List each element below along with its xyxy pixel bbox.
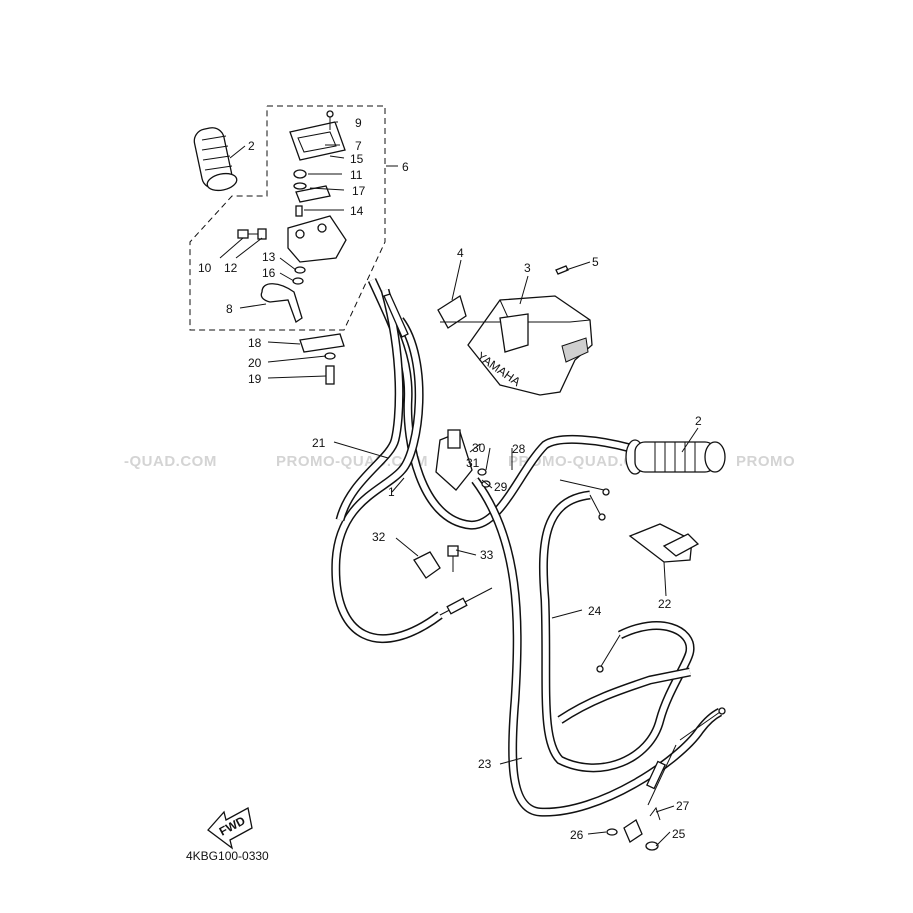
part-label-21: 21 [312,436,326,450]
part-label-8: 8 [226,302,233,316]
part-label-32: 32 [372,530,386,544]
part-label-3: 3 [524,261,531,275]
part-label-2: 2 [695,414,702,428]
cable-24 [539,479,695,773]
part-label-14: 14 [350,204,364,218]
throttle-cover [289,121,346,161]
emblem-4 [437,294,467,329]
switch-22 [628,523,700,563]
part-label-2: 2 [248,139,255,153]
part-label-16: 16 [262,266,276,280]
part-label-17: 17 [352,184,366,198]
cable-21 [335,288,409,522]
part-label-10: 10 [198,261,212,275]
part-label-6: 6 [402,160,409,174]
cable-1 [331,317,493,644]
part-label-29: 29 [494,480,508,494]
part-label-24: 24 [588,604,602,618]
throttle-lever [260,283,303,323]
bracket-32 [413,545,459,579]
grip-right [625,439,726,475]
part-labels: 1 2 2 3 4 5 6 7 8 9 10 11 12 13 14 15 16… [198,116,702,842]
watermark: -QUAD.COM [124,453,217,470]
part-label-1: 1 [388,485,395,499]
part-label-7: 7 [355,139,362,153]
part-label-25: 25 [672,827,686,841]
diagram-code: 4KBG100-0330 [186,849,269,863]
part-label-30: 30 [472,441,486,455]
fwd-arrow-icon: FWD [207,807,253,850]
part-label-12: 12 [224,261,238,275]
emblem-5 [555,265,569,275]
part-label-9: 9 [355,116,362,130]
headlight-cover: YAMAHA [467,295,593,396]
part-label-18: 18 [248,336,262,350]
grip-left [193,127,238,192]
handlebar [367,278,632,530]
assembly-outline [189,105,386,331]
part-label-20: 20 [248,356,262,370]
cable-extension [557,667,726,806]
throttle-body [287,215,347,263]
part-label-19: 19 [248,372,262,386]
watermark: PROMO [736,453,795,470]
screw-10-12 [237,228,267,240]
part-label-13: 13 [262,250,276,264]
part-label-26: 26 [570,828,584,842]
switch-assembly [435,429,491,491]
part-label-22: 22 [658,597,672,611]
part-label-27: 27 [676,799,690,813]
part-label-28: 28 [512,442,526,456]
part-label-15: 15 [350,152,364,166]
watermark: PROMO-QUAD.COM [508,453,660,470]
part-label-33: 33 [480,548,494,562]
part-label-31: 31 [466,456,480,470]
cable-23 [471,477,723,817]
part-label-4: 4 [457,246,464,260]
part-label-5: 5 [592,255,599,269]
small-parts-stack [292,110,334,285]
lever-parts-25-27 [606,806,661,851]
part-label-11: 11 [350,168,363,182]
part-label-23: 23 [478,757,492,771]
leader-lines [219,121,699,847]
